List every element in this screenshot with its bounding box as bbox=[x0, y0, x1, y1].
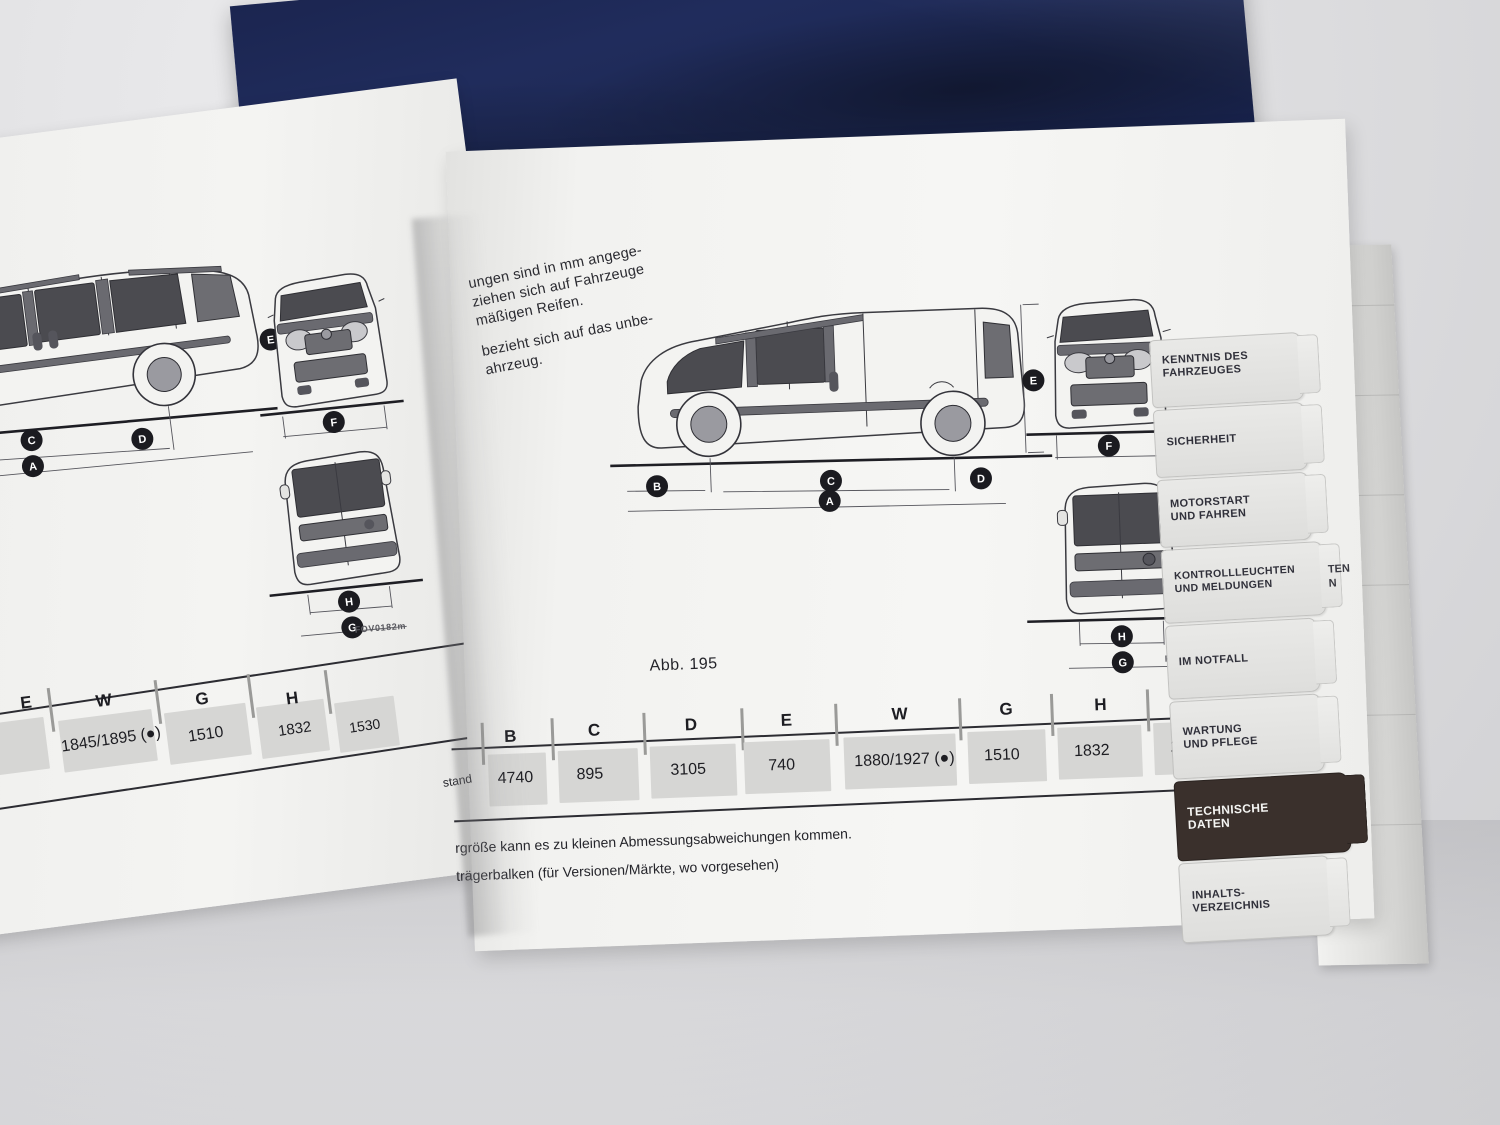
svg-text:G: G bbox=[347, 622, 357, 635]
index-tab-sicherheit[interactable]: SICHERHEIT bbox=[1152, 401, 1325, 479]
tab-flap-icon bbox=[1312, 619, 1338, 685]
right-front-view-drawing: F bbox=[1026, 298, 1187, 460]
tab-label: KONTROLLLEUCHTEN UND MELDUNGEN bbox=[1173, 563, 1296, 596]
cell-H: 1832 bbox=[1073, 741, 1110, 761]
tab-label: MOTORSTART UND FAHREN bbox=[1169, 493, 1251, 524]
index-tab-im-notfall[interactable]: IM NOTFALL bbox=[1164, 617, 1338, 700]
col-header-W: W bbox=[891, 704, 908, 724]
cell-D: 3105 bbox=[670, 760, 707, 779]
svg-text:D: D bbox=[977, 473, 985, 485]
svg-text:B: B bbox=[653, 481, 661, 493]
col-header-H: H bbox=[284, 687, 300, 709]
badge-D: D bbox=[969, 467, 992, 490]
badge-F: F bbox=[1097, 434, 1120, 457]
badge-C: C bbox=[20, 429, 43, 452]
index-tab-wartung-und-pflege[interactable]: WARTUNG UND PFLEGE bbox=[1169, 693, 1342, 780]
tab-flap-icon bbox=[1343, 774, 1369, 845]
col-header-G: G bbox=[999, 699, 1014, 719]
svg-text:H: H bbox=[1118, 631, 1126, 643]
tab-label: KENNTNIS DES FAHRZEUGES bbox=[1161, 349, 1249, 380]
col-header-C: C bbox=[587, 720, 601, 740]
tab-label: SICHERHEIT bbox=[1166, 432, 1237, 449]
svg-text:A: A bbox=[28, 461, 37, 474]
tab-flap-icon bbox=[1316, 695, 1342, 764]
col-header-E: E bbox=[780, 710, 793, 730]
left-side-view-drawing: B C A D E bbox=[0, 265, 282, 491]
badge-B: B bbox=[646, 475, 669, 498]
cell-W: 1880/1927 (●) bbox=[853, 749, 955, 771]
tab-flap-icon bbox=[1300, 403, 1325, 464]
svg-text:A: A bbox=[826, 496, 834, 508]
svg-text:C: C bbox=[827, 476, 835, 488]
index-tab-technische-daten[interactable]: TECHNISCHE DATEN bbox=[1173, 771, 1369, 862]
right-page: ungen sind in mm angege- ziehen sich auf… bbox=[442, 118, 1375, 952]
col-header-G: G bbox=[194, 688, 210, 710]
svg-text:E: E bbox=[266, 334, 275, 347]
badge-E: E bbox=[1022, 369, 1045, 392]
tab-flap-icon bbox=[1296, 333, 1322, 394]
left-front-view-drawing: F bbox=[260, 273, 404, 439]
badge-D: D bbox=[131, 427, 154, 450]
col-header-W: W bbox=[94, 690, 113, 711]
left-rear-view-drawing: H G bbox=[269, 450, 423, 639]
badge-H: H bbox=[338, 590, 361, 613]
tab-label: INHALTS- VERZEICHNIS bbox=[1191, 886, 1271, 915]
svg-text:F: F bbox=[1105, 441, 1112, 453]
svg-text:E: E bbox=[1030, 375, 1038, 387]
index-tab-inhaltsverzeichnis[interactable]: INHALTS- VERZEICHNIS bbox=[1178, 855, 1351, 944]
figure-caption: Abb. 195 bbox=[649, 655, 718, 675]
index-tab-strip: KENNTNIS DES FAHRZEUGES SICHERHEIT MOTOR… bbox=[1148, 331, 1369, 960]
cell-G: 1510 bbox=[983, 746, 1021, 765]
right-dimension-table: B C D E W G H stand 4740 895 3105 740 18… bbox=[442, 669, 1292, 884]
tab-label: TECHNISCHE DATEN bbox=[1186, 800, 1269, 832]
badge-F: F bbox=[322, 411, 345, 434]
index-tab-motorstart-und-fahren[interactable]: MOTORSTART UND FAHREN bbox=[1156, 471, 1329, 549]
svg-text:H: H bbox=[344, 596, 353, 609]
right-side-view-drawing: B C D A E bbox=[610, 303, 1053, 512]
cell-E: 740 bbox=[768, 756, 796, 775]
badge-G: G bbox=[341, 616, 364, 639]
tab-flap-icon bbox=[1326, 857, 1351, 928]
col-header-H: H bbox=[1094, 694, 1107, 715]
svg-text:C: C bbox=[27, 435, 36, 448]
index-tab-kenntnis-des-fahrzeuges[interactable]: KENNTNIS DES FAHRZEUGES bbox=[1148, 331, 1322, 409]
badge-G: G bbox=[1111, 651, 1134, 674]
svg-text:F: F bbox=[330, 417, 338, 430]
cell-C: 895 bbox=[576, 765, 604, 784]
open-manual: B C A D E F bbox=[0, 78, 1450, 966]
col-header-E: E bbox=[19, 692, 33, 713]
tab-label: IM NOTFALL bbox=[1178, 652, 1249, 669]
underlayer-tab-fragment: TEN N bbox=[1327, 562, 1351, 590]
badge-A: A bbox=[21, 455, 44, 478]
svg-text:G: G bbox=[1118, 657, 1127, 669]
index-tab-kontrollleuchten-und-meldungen[interactable]: KONTROLLLEUCHTEN UND MELDUNGEN bbox=[1160, 540, 1344, 624]
badge-C: C bbox=[819, 469, 842, 492]
tab-flap-icon bbox=[1304, 473, 1329, 534]
col-header-D: D bbox=[684, 714, 698, 735]
badge-H: H bbox=[1110, 625, 1133, 648]
svg-text:D: D bbox=[138, 433, 147, 446]
tab-label: WARTUNG UND PFLEGE bbox=[1182, 722, 1259, 752]
left-dimension-table: E W G H 740 1845/1895 (●) 1510 1832 1530… bbox=[0, 618, 517, 854]
left-page: B C A D E F bbox=[0, 78, 559, 942]
badge-A: A bbox=[818, 489, 841, 512]
